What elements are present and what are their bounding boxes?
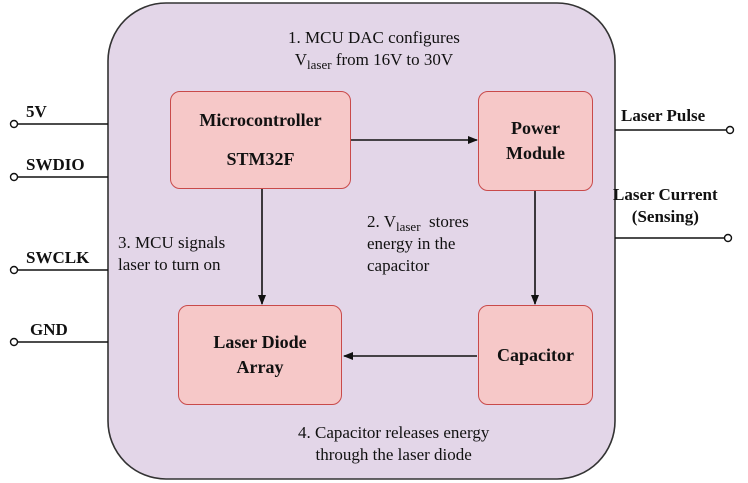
step1-rest: from 16V to 30V bbox=[331, 50, 454, 69]
pin-label-laser-pulse: Laser Pulse bbox=[621, 106, 706, 125]
step2-line1: 2. Vlaser stores bbox=[367, 211, 469, 233]
pin-terminal-gnd bbox=[9, 337, 19, 347]
step3-annotation: 3. MCU signals laser to turn on bbox=[118, 232, 225, 276]
pin-label-5v: 5V bbox=[26, 102, 47, 121]
pin-label-laser-current: Laser Current (Sensing) bbox=[613, 184, 718, 228]
step2-v: V bbox=[383, 212, 396, 231]
pin-terminal-laser-pulse bbox=[725, 125, 735, 135]
step1-annotation: 1. MCU DAC configures Vlaser from 16V to… bbox=[288, 27, 460, 71]
pin-label-swclk: SWCLK bbox=[26, 248, 90, 267]
step1-line1: 1. MCU DAC configures bbox=[288, 28, 460, 47]
step2-sub: laser bbox=[395, 219, 421, 234]
pin-label-laser-current-line2: (Sensing) bbox=[631, 207, 699, 226]
pin-label-gnd: GND bbox=[30, 320, 68, 339]
block-laser-diode-line1: Laser Diode bbox=[213, 332, 307, 352]
step1-line2: Vlaser from 16V to 30V bbox=[288, 49, 460, 71]
step2-line3: capacitor bbox=[367, 256, 430, 275]
block-power-module-line1: Power bbox=[511, 118, 560, 138]
block-microcontroller-name: Microcontroller bbox=[199, 110, 322, 130]
step4-annotation: 4. Capacitor releases energy through the… bbox=[298, 422, 489, 466]
pin-label-laser-current-line1: Laser Current bbox=[613, 185, 718, 204]
block-microcontroller-model: STM32F bbox=[226, 149, 295, 169]
pin-terminal-swclk bbox=[9, 265, 19, 275]
pin-terminal-swdio bbox=[9, 172, 19, 182]
step2-rest: stores bbox=[420, 212, 469, 231]
pin-terminal-laser-current bbox=[723, 233, 733, 243]
step2-prefix: 2. bbox=[367, 212, 384, 231]
step4-line2: through the laser diode bbox=[315, 445, 472, 464]
block-laser-diode-array: Laser Diode Array bbox=[178, 305, 342, 405]
block-laser-diode-line2: Array bbox=[236, 357, 284, 377]
step2-line2: energy in the bbox=[367, 234, 456, 253]
block-capacitor: Capacitor bbox=[478, 305, 593, 405]
step3-line2: laser to turn on bbox=[118, 255, 221, 274]
step1-v: V bbox=[294, 50, 308, 69]
step3-line1: 3. MCU signals bbox=[118, 233, 226, 252]
block-power-module-line2: Module bbox=[505, 143, 565, 163]
block-power-module: Power Module bbox=[478, 91, 593, 191]
pin-label-swdio: SWDIO bbox=[26, 155, 85, 174]
step4-line1: 4. Capacitor releases energy bbox=[298, 423, 490, 442]
step2-annotation: 2. Vlaser stores energy in the capacitor bbox=[367, 211, 469, 277]
step1-sub: laser bbox=[307, 57, 332, 72]
block-capacitor-label: Capacitor bbox=[497, 344, 574, 365]
block-microcontroller: Microcontroller STM32F bbox=[170, 91, 351, 189]
pin-terminal-5v bbox=[9, 119, 19, 129]
